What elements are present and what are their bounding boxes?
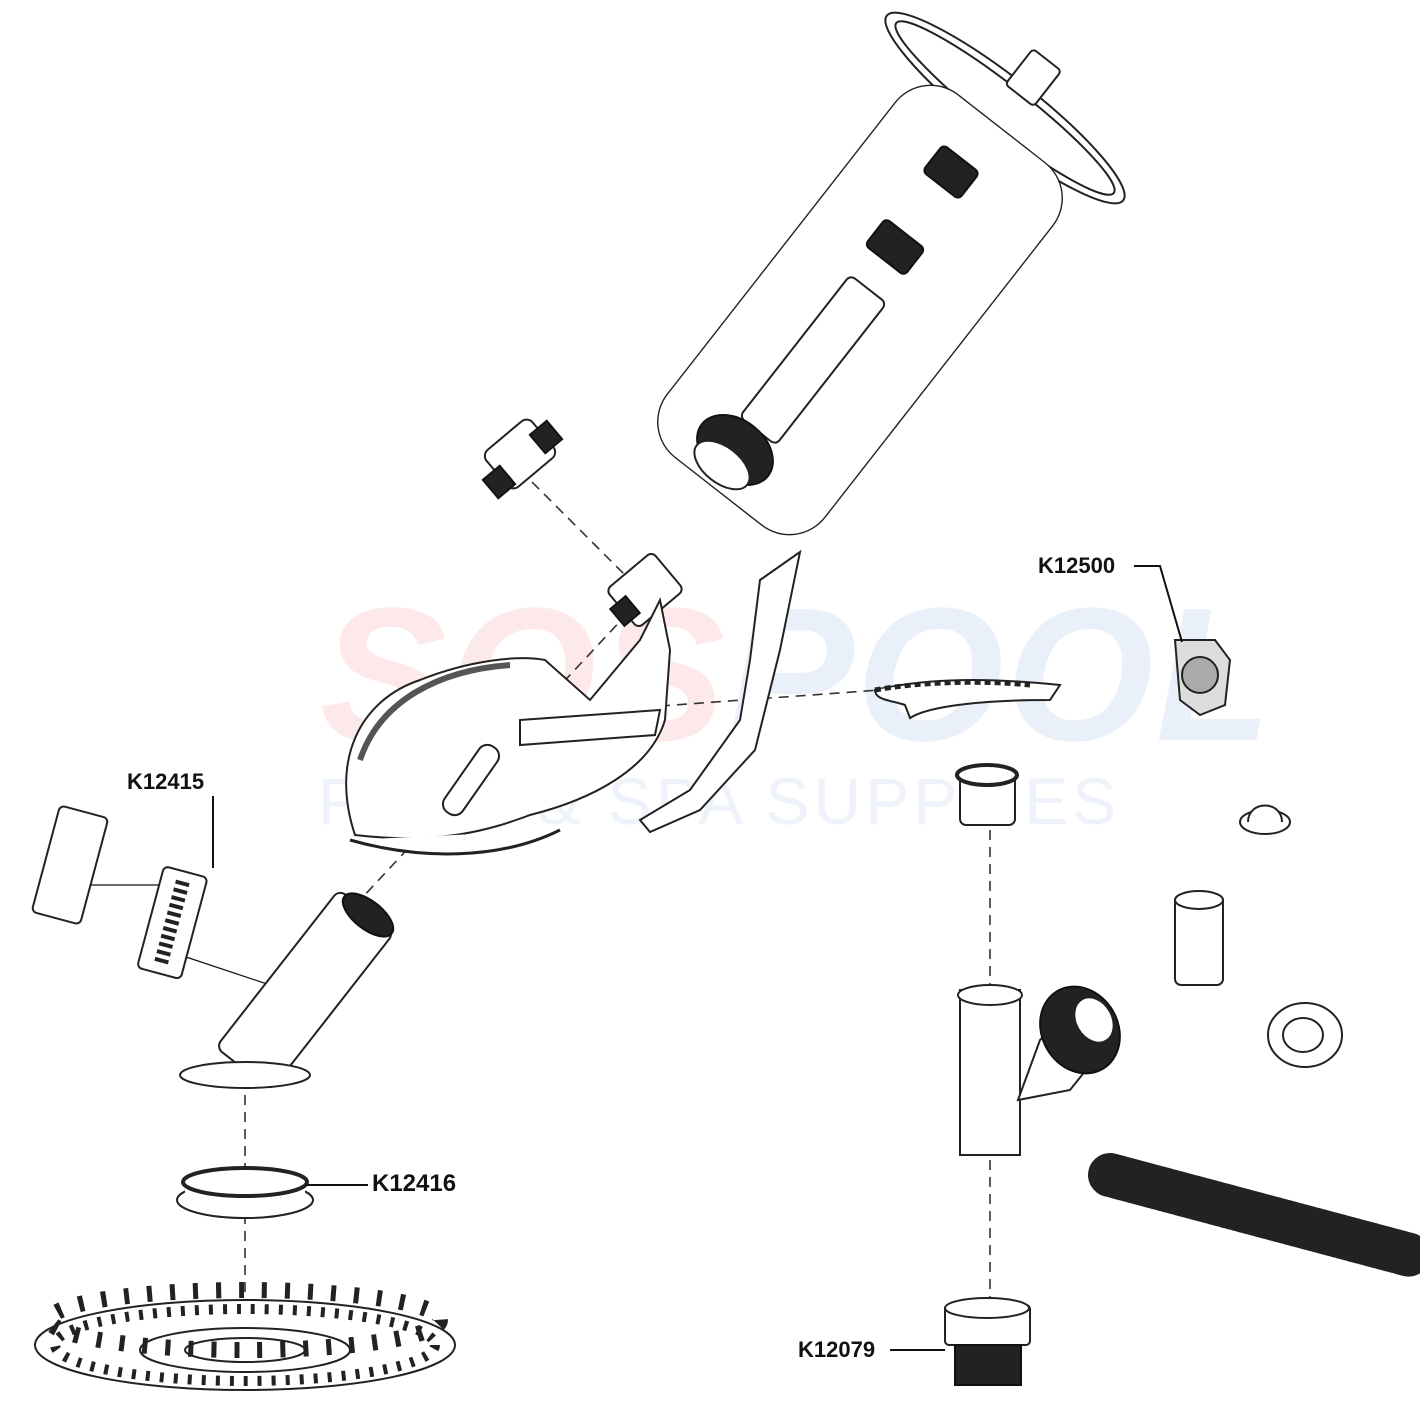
washer-ring [1267, 1002, 1343, 1068]
hose-cuff [1174, 890, 1224, 986]
label-k12415: K12415 [127, 769, 205, 794]
axis-line-wing [659, 689, 881, 707]
axis-line-adapter [519, 469, 641, 591]
side-flap [638, 549, 802, 834]
body-coupling [607, 553, 683, 628]
tee-connector [957, 984, 1121, 1156]
foot-pad-disc [34, 1282, 456, 1391]
part-k12079 [944, 1297, 1031, 1386]
part-k12500 [1173, 639, 1232, 717]
small-cap [1239, 804, 1291, 835]
leader-line-k12500 [1134, 565, 1183, 643]
hose-section [1088, 1153, 1420, 1277]
hose-adapter [481, 418, 564, 500]
label-k12416: K12416 [372, 1170, 457, 1197]
hose-nut [865, 219, 925, 275]
ring-collar [955, 763, 1019, 826]
hose-swivel [693, 276, 886, 491]
part-k12416 [176, 1166, 314, 1219]
cleaner-body [345, 596, 672, 856]
hose-nut [923, 145, 979, 199]
flow-regulator-disc [884, 11, 1126, 205]
swivel-tube [179, 891, 395, 1089]
wing-tread [873, 679, 1062, 720]
label-k12500: K12500 [1038, 553, 1116, 578]
label-k12079: K12079 [798, 1337, 876, 1362]
part-k12415-set [31, 805, 208, 980]
